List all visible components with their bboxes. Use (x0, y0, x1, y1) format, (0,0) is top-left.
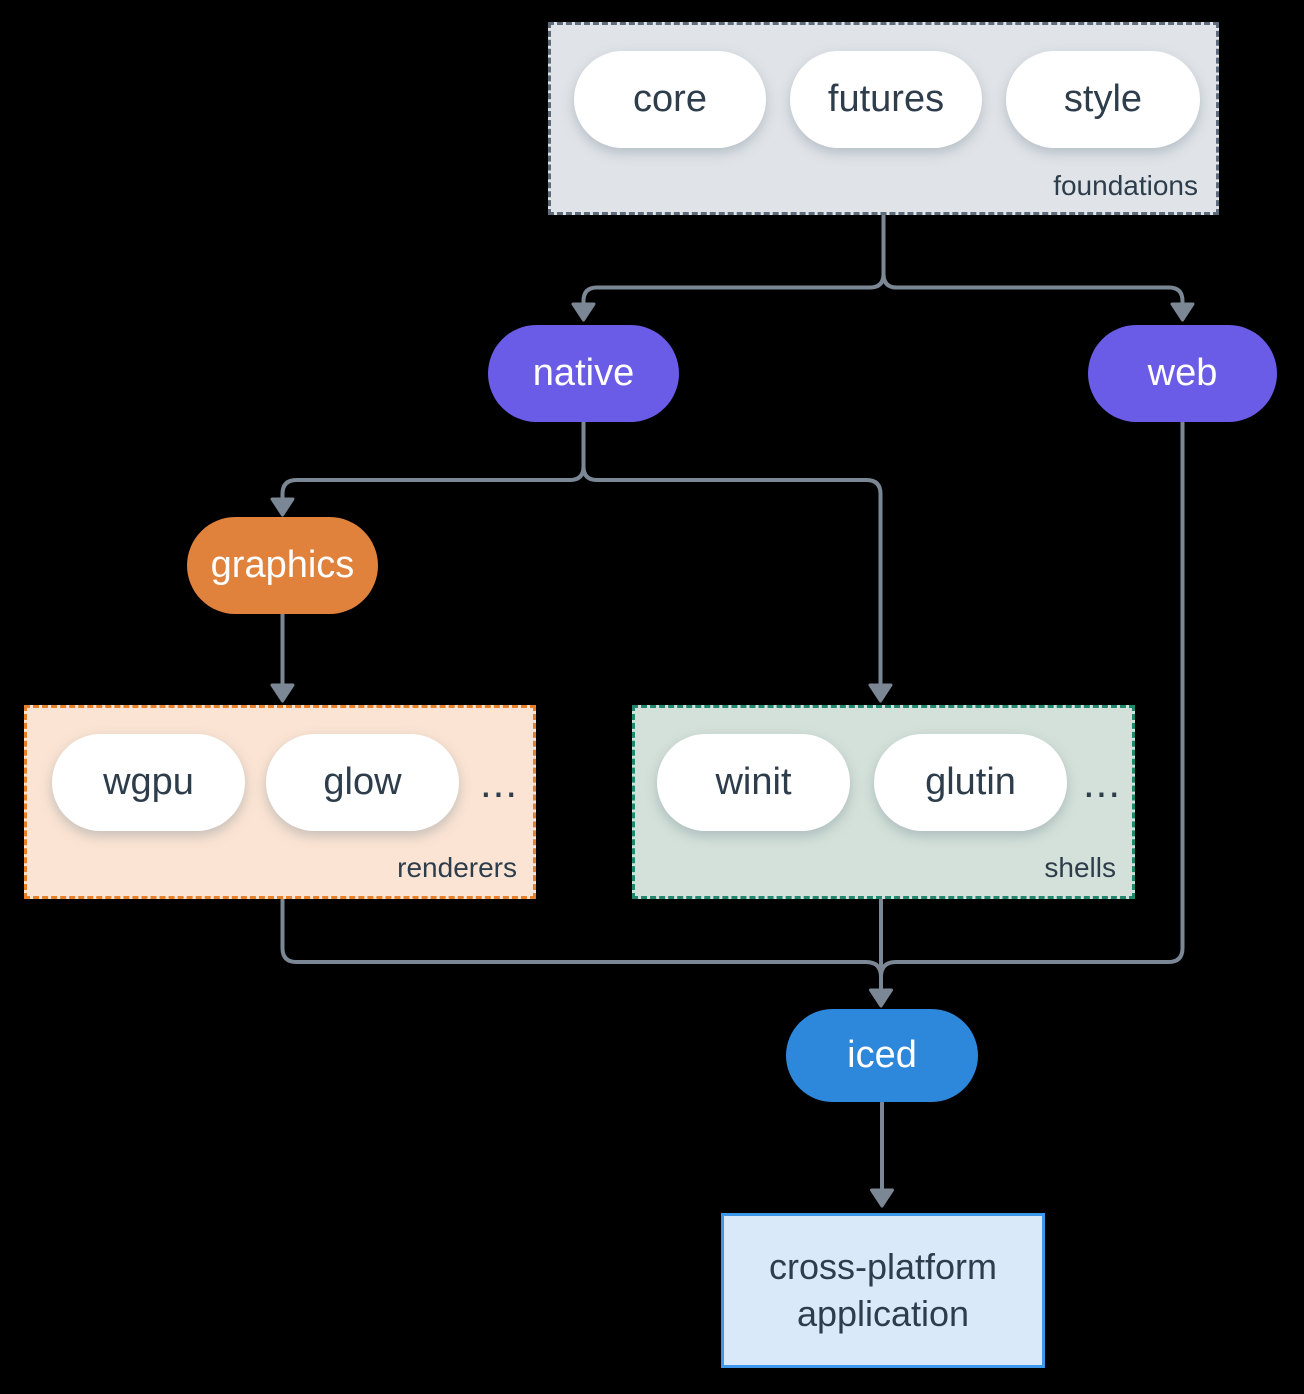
edge-renderers-to-iced (280, 898, 883, 979)
node-winit: winit (657, 734, 850, 831)
shells-more-indicator: ... (1082, 758, 1121, 806)
foundations-group: core futures style foundations (548, 22, 1219, 215)
node-glutin: glutin (874, 734, 1067, 831)
arrowhead-graphics (270, 497, 295, 517)
application-box: cross-platform application (721, 1213, 1045, 1368)
edge-foundations-to-native (581, 214, 886, 305)
node-futures: futures (790, 51, 982, 148)
foundations-group-label: foundations (1053, 170, 1198, 201)
node-wgpu-label: wgpu (103, 761, 194, 803)
node-core: core (574, 51, 766, 148)
node-iced: iced (786, 1009, 978, 1102)
edge-foundations-to-web (881, 214, 1185, 305)
node-style-label: style (1063, 78, 1143, 120)
node-style: style (1006, 51, 1200, 148)
node-futures-label: futures (827, 78, 945, 120)
node-core-label: core (633, 78, 707, 120)
node-native: native (488, 325, 679, 422)
node-glow: glow (266, 734, 459, 831)
edge-native-to-shells (581, 419, 883, 685)
node-web: web (1088, 325, 1277, 422)
arrowhead-shells (868, 683, 893, 703)
node-graphics-label: graphics (210, 544, 355, 586)
node-graphics: graphics (187, 517, 378, 614)
arrowhead-iced (869, 988, 893, 1008)
node-glow-label: glow (323, 761, 402, 803)
renderers-group: wgpu glow ... renderers (24, 705, 536, 899)
application-label-line1: cross-platform (768, 1246, 998, 1287)
node-wgpu: wgpu (52, 734, 245, 831)
renderers-group-label: renderers (397, 852, 517, 883)
node-web-label: web (1147, 352, 1218, 394)
shells-group-label: shells (1044, 852, 1116, 883)
node-native-label: native (532, 352, 635, 394)
renderers-more-indicator: ... (479, 758, 518, 806)
arrowhead-native (571, 302, 596, 322)
shells-group: winit glutin ... shells (632, 705, 1135, 899)
node-winit-label: winit (715, 761, 792, 803)
arrowhead-renderers (270, 683, 295, 703)
arrowhead-application (870, 1188, 894, 1208)
arrowhead-web (1170, 302, 1195, 322)
node-glutin-label: glutin (925, 761, 1016, 803)
edge-native-to-graphics (280, 419, 586, 500)
application-label-line2: application (796, 1293, 970, 1334)
node-iced-label: iced (847, 1034, 917, 1076)
